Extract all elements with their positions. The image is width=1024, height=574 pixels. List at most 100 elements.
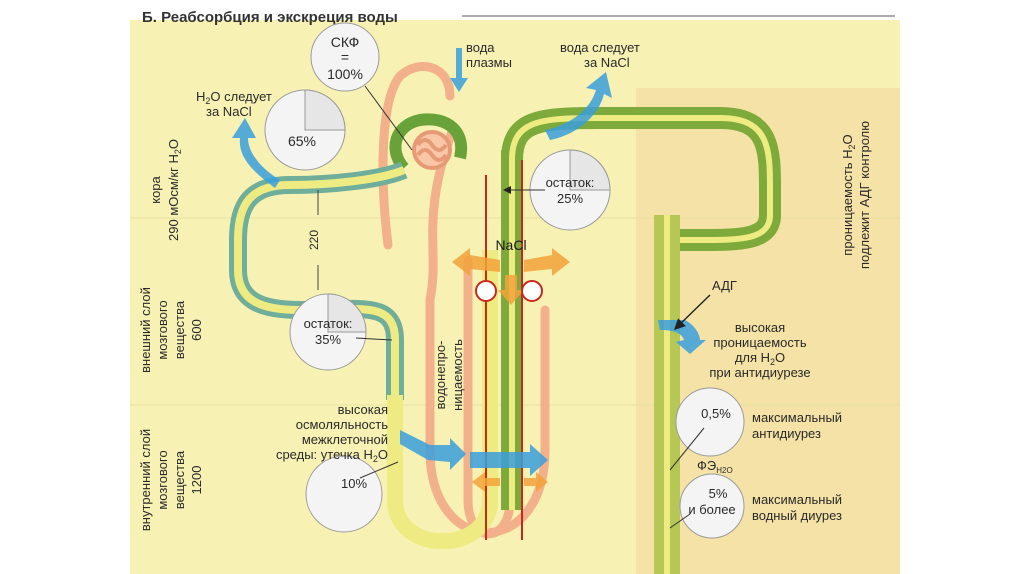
inner-medulla-4: 1200: [189, 466, 204, 495]
high-osm-2: осмоляльность: [296, 417, 388, 432]
fe-sub: H2O: [716, 466, 732, 475]
pie-5-pointer: [669, 513, 691, 529]
adh-control-label: проницаемость H2O подлежит АДГ контролю: [840, 121, 872, 269]
remainder-35-value: 35%: [315, 332, 341, 347]
skf-label: СКФ: [331, 34, 359, 50]
skf-pointer: [364, 85, 413, 151]
bowman-capsule: [389, 113, 468, 172]
high-perm-1: высокая: [735, 320, 785, 335]
cortex-o: O: [166, 139, 181, 149]
outer-medulla-3: вещества: [172, 300, 187, 359]
remainder-35-pointer: [355, 337, 393, 341]
outer-medulla-4: 600: [189, 319, 204, 341]
glomerulus: [412, 130, 452, 170]
high-perm-2: проницаемость: [713, 335, 806, 350]
h2o-follows-line2: за NaCl: [206, 104, 252, 119]
nacl-arrows: [452, 248, 570, 492]
adh-control-line1: проницаемость H2O: [840, 134, 857, 255]
high-perm-3: для H2O: [735, 350, 785, 367]
cortex-line1: кора: [148, 175, 163, 203]
pie-remainder-35: остаток: 35%: [289, 293, 367, 371]
high-perm-5: при антидиурезе: [709, 365, 810, 380]
zone-label-outer-medulla: внешний слой мозгового вещества 600: [138, 287, 204, 373]
pie-05-pointer: [669, 427, 705, 471]
high-perm-o: O: [775, 350, 785, 365]
cortex-osm: 290 мОсм/кг H: [166, 154, 181, 241]
arrow-h2o-follows-nacl: [232, 118, 280, 188]
high-osm-1: высокая: [338, 402, 388, 417]
max-water-diuresis-1: максимальный: [752, 492, 842, 507]
fe-label: ФЭH2O: [697, 458, 733, 475]
water-arrows: [232, 48, 706, 476]
high-osm-4: среды: утечка H2O: [276, 447, 388, 464]
high-perm-sub: 2: [770, 357, 775, 367]
remainder-35-label: остаток:: [304, 316, 353, 331]
value-220: 220: [307, 230, 321, 250]
pie-05: 0,5%: [675, 387, 745, 457]
high-osm-o: O: [378, 447, 388, 462]
impermeability-1: водонепро-: [433, 341, 448, 410]
h2o-h: H: [196, 89, 205, 104]
zone-label-inner-medulla: внутренний слой мозгового вещества 1200: [138, 429, 204, 531]
pie-65: 65%: [264, 89, 346, 171]
max-antidiuresis-1: максимальный: [752, 410, 842, 425]
high-osm-sub: 2: [373, 454, 378, 464]
henle-descending: [387, 250, 498, 550]
h2o-sub: 2: [205, 96, 210, 106]
remainder-25-value: 25%: [557, 191, 583, 206]
h2o-follows-line1: H2O следует: [196, 89, 272, 106]
cortex-sub: 2: [173, 149, 183, 154]
adh-control-perm: проницаемость H: [840, 149, 855, 255]
pie-skf: СКФ = 100%: [310, 22, 380, 92]
h2o-rest: O следует: [210, 89, 271, 104]
pie-5-line1: 5%: [709, 486, 728, 501]
water-follows-nacl-1: вода следует: [560, 40, 640, 55]
inner-medulla-1: внутренний слой: [138, 429, 153, 531]
max-water-diuresis-2: водный диурез: [752, 508, 842, 523]
pie-10: 10%: [305, 455, 383, 533]
adh-control-line2: подлежит АДГ контролю: [857, 121, 872, 269]
fe-main: ФЭ: [697, 458, 716, 473]
remainder-25-label: остаток:: [546, 175, 595, 190]
collecting-duct-core: [664, 215, 670, 574]
pump-right: [521, 280, 543, 302]
max-antidiuresis-2: антидиурез: [752, 426, 821, 441]
plasma-water-2: плазмы: [466, 55, 512, 70]
pump-left: [475, 280, 497, 302]
arrow-water-follows-nacl-top: [545, 72, 612, 140]
plasma-water-1: вода: [466, 40, 495, 55]
pie-5-line2: и более: [688, 502, 735, 517]
adh-control-o: O: [840, 134, 855, 144]
distal-tubule-core: [509, 115, 773, 243]
high-osm-text: среды: утечка H: [276, 447, 373, 462]
skf-eq: =: [341, 49, 349, 65]
arrow-leak-2: [470, 444, 548, 476]
proximal-tubule-inner: [234, 166, 406, 400]
outer-medulla-2: мозгового: [155, 300, 170, 359]
pie-05-label: 0,5%: [701, 406, 731, 421]
impermeability-2: ницаемость: [450, 339, 465, 411]
pie-5: 5% и более: [679, 473, 745, 539]
arrow-leak-1: [400, 430, 466, 470]
pie-10-pointer: [359, 461, 399, 479]
inner-medulla-2: мозгового: [155, 450, 170, 509]
impermeability-label: водонепро- ницаемость: [433, 339, 465, 411]
high-perm-dlya: для H: [735, 350, 770, 365]
cortex-line2: 290 мОсм/кг H2O: [166, 139, 183, 241]
page-title: Б. Реабсорбция и экскреция воды: [142, 9, 398, 26]
nacl-label: NaCl: [495, 237, 526, 253]
arrow-water-plasma: [450, 48, 468, 92]
arrow-adh-water: [658, 320, 706, 354]
adh-label: АДГ: [712, 278, 737, 293]
high-osm-3: межклеточной: [302, 432, 388, 447]
pie-65-label: 65%: [288, 133, 316, 149]
outer-medulla-1: внешний слой: [138, 287, 153, 373]
inner-medulla-3: вещества: [172, 450, 187, 509]
zone-label-cortex: кора 290 мОсм/кг H2O: [148, 139, 183, 241]
pie-10-label: 10%: [341, 476, 367, 491]
skf-value: 100%: [327, 66, 363, 82]
adh-pointer: [673, 294, 711, 330]
water-follows-nacl-2: за NaCl: [584, 55, 630, 70]
adh-control-sub: 2: [847, 144, 857, 149]
